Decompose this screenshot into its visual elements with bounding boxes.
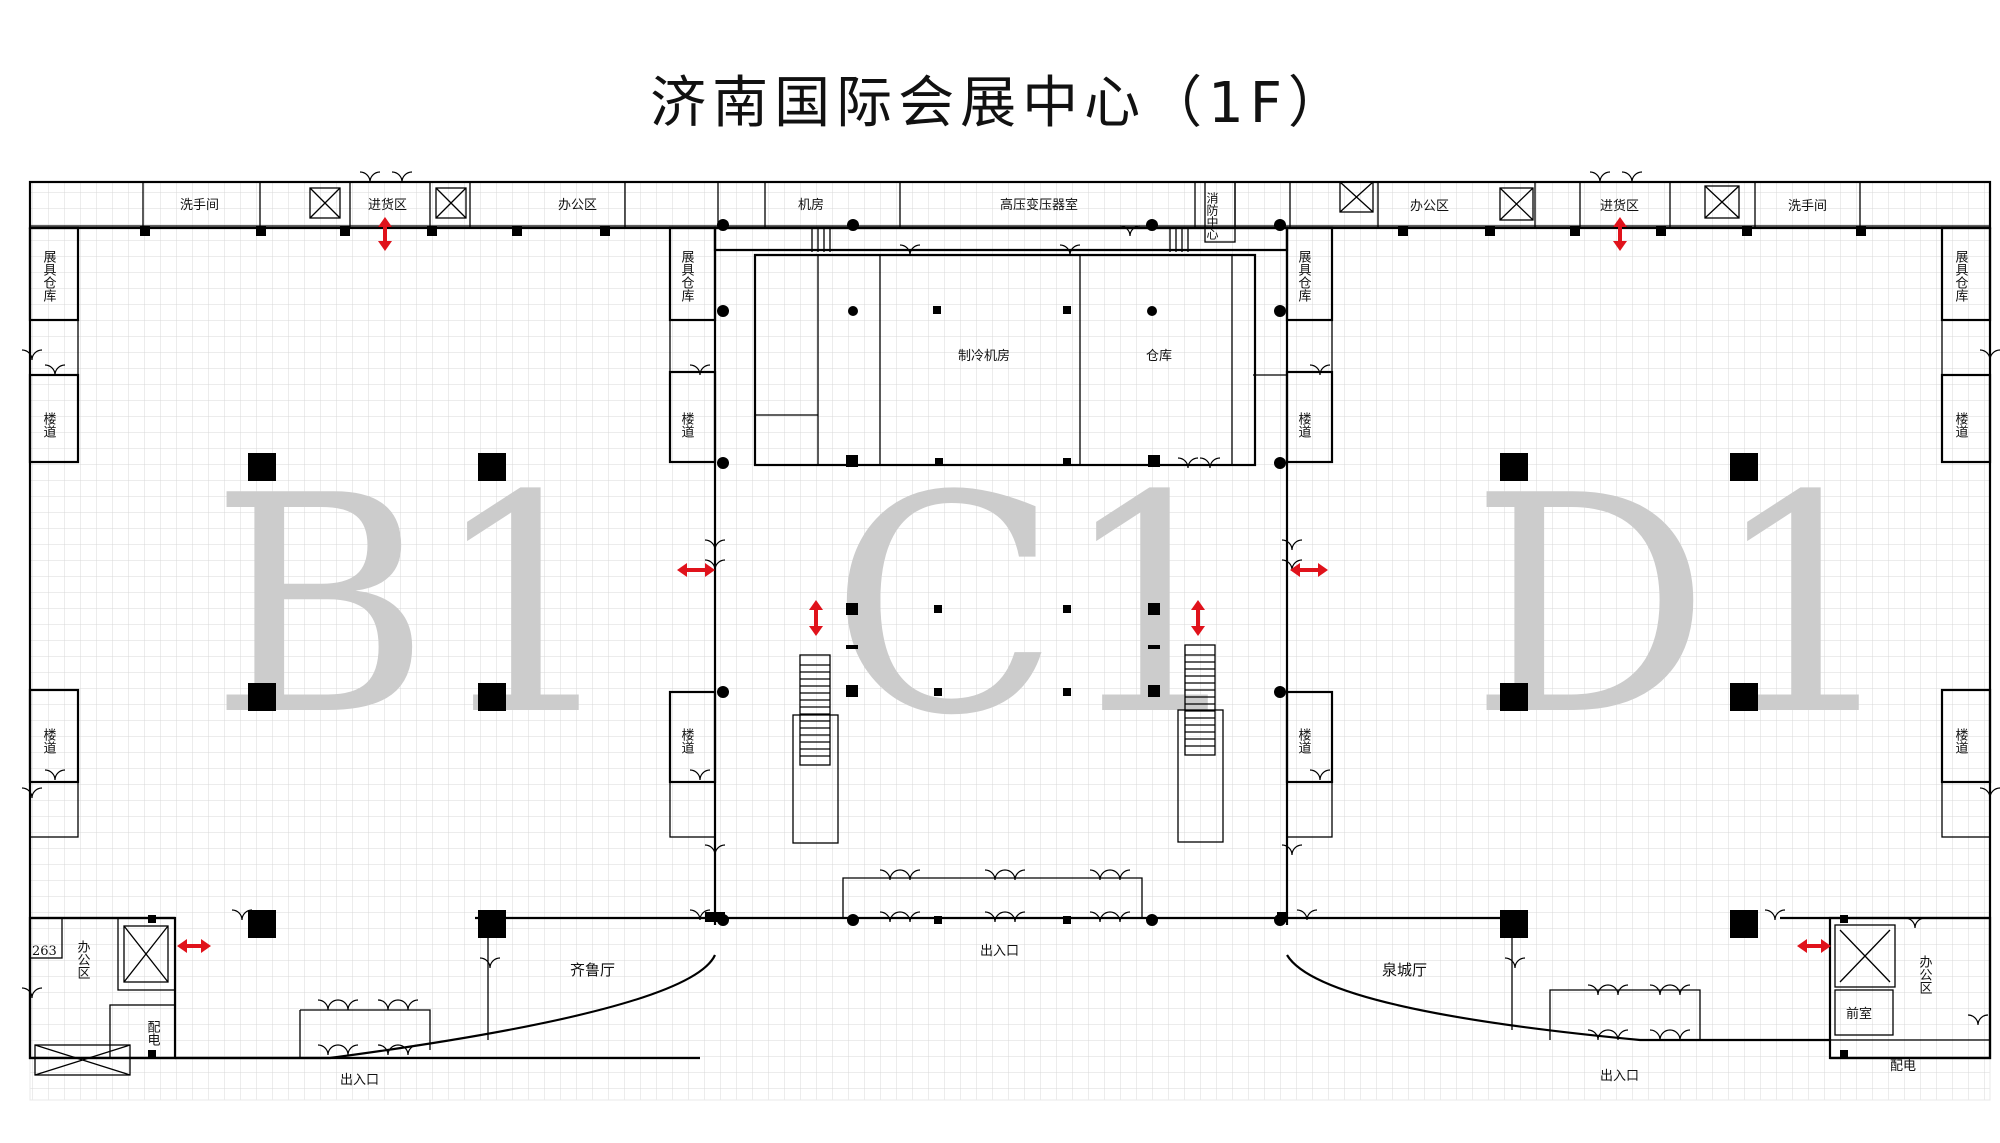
room-warehouse: 仓库 [1146, 348, 1172, 364]
room-loading-west: 进货区 [368, 197, 407, 213]
arrow-southwest [177, 939, 211, 953]
exit-west-label: 出入口 [340, 1073, 379, 1088]
arrow-southeast [1797, 939, 1831, 953]
hall-qilu: 齐鲁厅 [570, 961, 615, 979]
room-loading-east: 进货区 [1600, 198, 1639, 214]
arrow-c1-d1 [1290, 563, 1328, 577]
room-office-southwest: 办公区 [75, 940, 91, 979]
arrow-escalator-east [1191, 600, 1205, 636]
columns [140, 219, 1866, 1058]
room-power-southwest: 配电 [145, 1020, 161, 1046]
room-transformer: 高压变压器室 [1000, 197, 1078, 213]
room-washroom-east: 洗手间 [1788, 199, 1827, 214]
room-washroom-west: 洗手间 [180, 198, 219, 213]
floor-plan-title: 济南国际会展中心（1F） [650, 71, 1350, 136]
stair-west-2: 楼道 [41, 728, 57, 754]
exit-center-label: 出入口 [980, 944, 1019, 959]
hall-label-d1: D1 [1470, 432, 1901, 781]
storage-west: 展具仓库 [41, 250, 57, 303]
arrow-loading-east [1613, 217, 1627, 251]
room-chiller: 制冷机房 [958, 348, 1010, 364]
storage-center-west: 展具仓库 [679, 250, 695, 303]
arrow-escalator-west [809, 600, 823, 636]
flow-arrows [177, 217, 1831, 953]
room-office-top-west: 办公区 [558, 198, 597, 213]
escalator-west[interactable] [792, 654, 839, 844]
stair-center-west-1: 楼道 [679, 412, 695, 438]
room-263: 263 [32, 944, 57, 959]
stair-center-west-2: 楼道 [679, 728, 695, 754]
room-front: 前室 [1846, 1006, 1872, 1022]
room-office-southeast: 办公区 [1917, 955, 1933, 994]
grid-background [30, 182, 1990, 1100]
hall-quancheng: 泉城厅 [1382, 961, 1427, 979]
hall-label-c1: C1 [830, 432, 1250, 781]
room-machine: 机房 [798, 197, 824, 213]
stair-west-1: 楼道 [41, 412, 57, 438]
room-power-southeast: 配电 [1890, 1059, 1916, 1074]
svg-text:消防中心: 消防中心 [1205, 192, 1219, 240]
storage-center-east: 展具仓库 [1296, 250, 1312, 303]
southeast-rooms [1828, 916, 1992, 1060]
stair-center-east-1: 楼道 [1296, 412, 1312, 438]
arrow-b1-c1 [677, 563, 715, 577]
exit-east-label: 出入口 [1600, 1069, 1639, 1084]
storage-east: 展具仓库 [1953, 250, 1969, 303]
southwest-rooms [21, 916, 177, 1076]
stair-center-east-2: 楼道 [1296, 728, 1312, 754]
east-side-rooms [1285, 226, 2000, 838]
stair-east-2: 楼道 [1953, 728, 1969, 754]
hall-label-b1: B1 [210, 432, 621, 781]
arrow-loading-west [378, 217, 392, 251]
svg-text:展具仓库: 展具仓库 [41, 250, 57, 303]
entrance-west [299, 918, 489, 1058]
svg-text:展具仓库: 展具仓库 [679, 250, 695, 303]
escalator-east[interactable] [1177, 644, 1224, 843]
stair-east-1: 楼道 [1953, 412, 1969, 438]
west-side-rooms [21, 226, 717, 838]
room-office-top-east: 办公区 [1410, 199, 1449, 214]
